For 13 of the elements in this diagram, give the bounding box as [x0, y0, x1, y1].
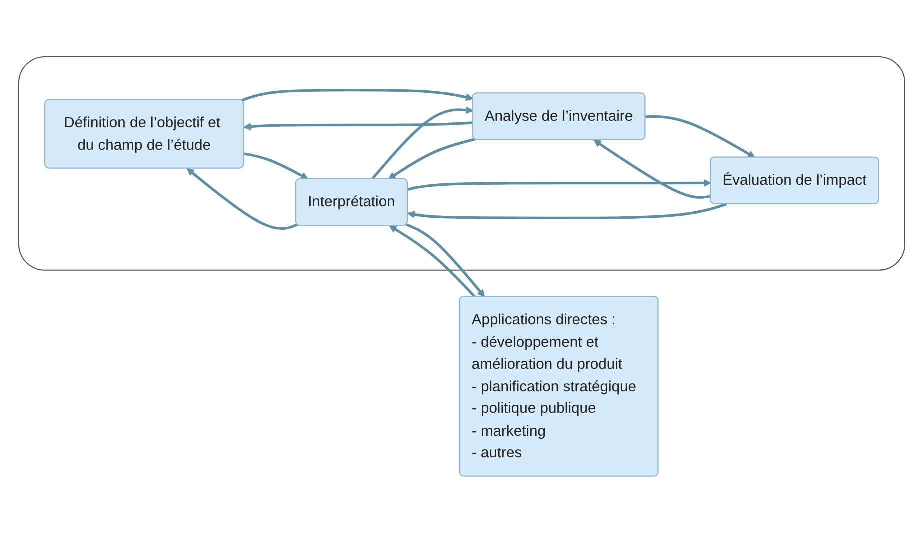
arrow — [186, 168, 298, 230]
arrow — [242, 89, 474, 102]
arrow — [594, 140, 712, 200]
arrow — [646, 116, 756, 158]
arrow — [389, 226, 476, 298]
arrow — [244, 152, 309, 180]
arrow — [371, 106, 474, 180]
arrow — [408, 180, 712, 192]
arrow — [406, 224, 486, 298]
arrow — [408, 203, 728, 220]
arrow — [244, 122, 474, 132]
cluster — [18, 56, 906, 272]
arrow — [388, 138, 476, 180]
